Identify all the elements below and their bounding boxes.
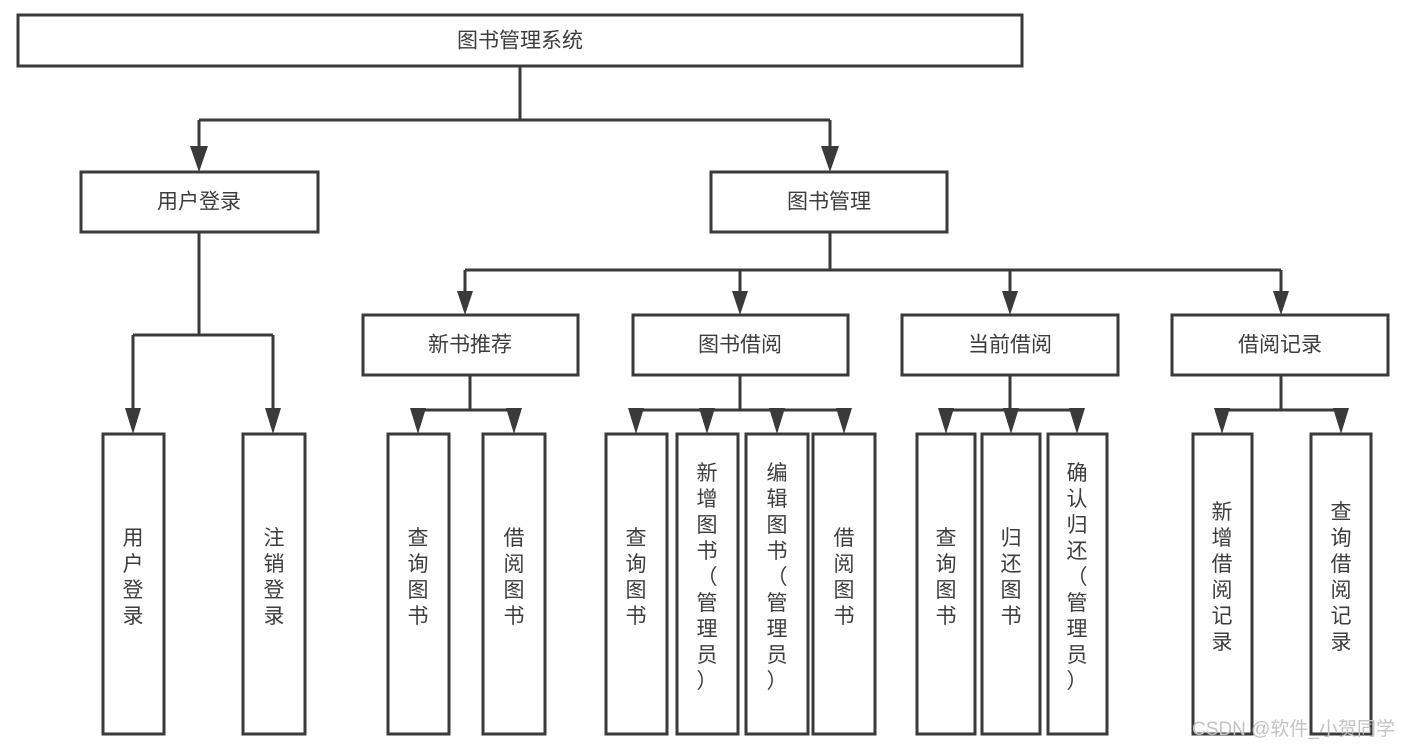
- node-new-book-recommend-box[interactable]: [361, 313, 580, 377]
- arrow-to-leaf-add-record: [1214, 408, 1230, 434]
- leaf-user-login-box[interactable]: [101, 432, 166, 736]
- node-user-login-box[interactable]: [79, 170, 320, 234]
- leaf-return-book-label: 归还图书: [1001, 527, 1022, 628]
- leaf-logout-box[interactable]: [241, 432, 307, 736]
- leaf-add-book[interactable]: 新增图书（管理员）: [675, 432, 740, 736]
- leaf-borrow-book-2-label: 借阅图书: [834, 527, 855, 628]
- node-current-borrow-label: 当前借阅: [968, 334, 1052, 357]
- leaf-add-record-box[interactable]: [1191, 432, 1254, 736]
- arrow-to-leaf-edit-book: [769, 408, 785, 434]
- leaf-query-book-2-box[interactable]: [604, 432, 669, 736]
- leaf-query-book-3-label: 查询图书: [936, 527, 957, 628]
- arrow-to-new-book: [457, 291, 473, 315]
- arrow-to-leaf-borrow-book-1: [506, 408, 522, 434]
- leaf-logout-label: 注销登录: [264, 527, 285, 628]
- leaf-query-record-box[interactable]: [1309, 432, 1373, 736]
- leaf-edit-book[interactable]: 编辑图书（管理员）: [744, 432, 810, 736]
- arrow-to-current-borrow: [1002, 291, 1018, 315]
- node-book-manage-box[interactable]: [709, 170, 949, 234]
- watermark-label: CSDN @软件_小贺同学: [1192, 718, 1395, 740]
- leaf-borrow-book-1[interactable]: 借阅图书: [481, 432, 547, 736]
- leaf-add-record-label: 新增借阅记录: [1212, 501, 1233, 654]
- arrow-to-leaf-confirm-return: [1069, 408, 1085, 434]
- node-book-borrow-label: 图书借阅: [698, 334, 782, 357]
- leaf-edit-book-box[interactable]: [744, 432, 810, 736]
- node-book-manage[interactable]: 图书管理: [709, 170, 949, 234]
- leaf-return-book-box[interactable]: [980, 432, 1042, 736]
- node-user-login[interactable]: 用户登录: [79, 170, 320, 234]
- arrow-to-leaf-query-book-2: [628, 408, 644, 434]
- node-new-book-recommend-label: 新书推荐: [428, 334, 512, 357]
- leaf-borrow-book-1-box[interactable]: [481, 432, 547, 736]
- leaf-query-record[interactable]: 查询借阅记录: [1309, 432, 1373, 736]
- leaf-query-book-1[interactable]: 查询图书: [386, 432, 451, 736]
- arrow-to-book-manage: [821, 146, 839, 172]
- node-book-borrow-box[interactable]: [631, 313, 850, 377]
- node-root-label: 图书管理系统: [457, 30, 583, 53]
- leaf-borrow-book-1-label: 借阅图书: [504, 527, 525, 628]
- leaf-user-login[interactable]: 用户登录: [101, 432, 166, 736]
- arrow-to-leaf-query-book-3: [938, 408, 954, 434]
- arrow-to-borrow-record: [1273, 291, 1289, 315]
- node-book-manage-label: 图书管理: [787, 191, 871, 214]
- node-current-borrow-box[interactable]: [900, 313, 1120, 377]
- leaf-borrow-book-2[interactable]: 借阅图书: [811, 432, 877, 736]
- leaf-query-book-2-label: 查询图书: [626, 527, 647, 628]
- connector-layer: [125, 66, 1349, 434]
- node-borrow-record-label: 借阅记录: [1238, 334, 1322, 357]
- leaf-add-book-label: 新增图书（管理员）: [697, 462, 718, 693]
- leaf-query-book-3-box[interactable]: [915, 432, 977, 736]
- node-borrow-record-box[interactable]: [1170, 313, 1390, 377]
- leaf-borrow-book-2-box[interactable]: [811, 432, 877, 736]
- arrow-to-leaf-add-book: [699, 408, 715, 434]
- arrow-to-leaf-user-login: [125, 408, 141, 434]
- arrow-to-user-login: [190, 146, 208, 172]
- node-root-box[interactable]: [16, 13, 1024, 68]
- arrow-to-leaf-return-book: [1003, 408, 1019, 434]
- leaf-confirm-return-label: 确认归还（管理员）: [1067, 462, 1088, 693]
- leaf-confirm-return[interactable]: 确认归还（管理员）: [1046, 432, 1109, 736]
- leaf-logout[interactable]: 注销登录: [241, 432, 307, 736]
- leaf-user-login-label: 用户登录: [123, 527, 144, 628]
- arrow-to-leaf-query-record: [1333, 408, 1349, 434]
- arrow-to-book-borrow: [732, 291, 748, 315]
- node-new-book-recommend[interactable]: 新书推荐: [361, 313, 580, 377]
- leaf-add-record[interactable]: 新增借阅记录: [1191, 432, 1254, 736]
- leaf-query-book-2[interactable]: 查询图书: [604, 432, 669, 736]
- node-borrow-record[interactable]: 借阅记录: [1170, 313, 1390, 377]
- leaf-add-book-box[interactable]: [675, 432, 740, 736]
- leaf-query-record-label: 查询借阅记录: [1331, 501, 1352, 654]
- leaf-query-book-3[interactable]: 查询图书: [915, 432, 977, 736]
- node-user-login-label: 用户登录: [157, 191, 241, 214]
- leaf-confirm-return-box[interactable]: [1046, 432, 1109, 736]
- node-book-borrow[interactable]: 图书借阅: [631, 313, 850, 377]
- arrow-to-leaf-logout: [265, 408, 281, 434]
- arrow-to-leaf-query-book-1: [410, 408, 426, 434]
- leaf-return-book[interactable]: 归还图书: [980, 432, 1042, 736]
- node-current-borrow[interactable]: 当前借阅: [900, 313, 1120, 377]
- leaf-query-book-1-label: 查询图书: [408, 527, 429, 628]
- arrow-to-leaf-borrow-book-2: [836, 408, 852, 434]
- node-root[interactable]: 图书管理系统: [16, 13, 1024, 68]
- leaf-edit-book-label: 编辑图书（管理员）: [767, 462, 788, 693]
- leaf-query-book-1-box[interactable]: [386, 432, 451, 736]
